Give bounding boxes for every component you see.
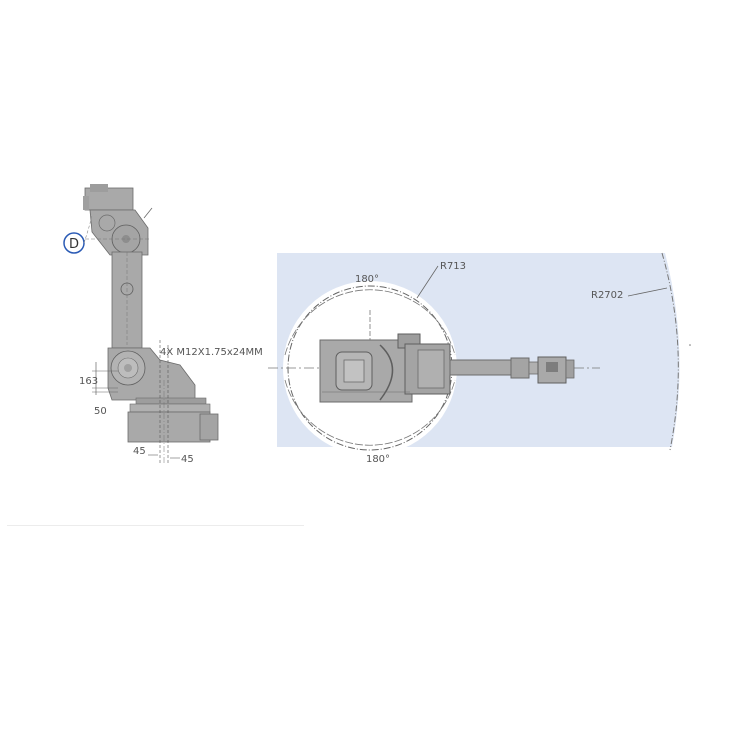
robot-base <box>107 340 219 465</box>
angle-bottom-label: 180° <box>366 454 390 465</box>
top-view: 180° 180° R713 R2702 <box>268 252 691 465</box>
dim-45-right: 45 <box>181 454 194 465</box>
robot-wrist-head <box>83 184 153 256</box>
angle-arc-top <box>284 289 456 356</box>
dim-50: 50 <box>94 406 107 417</box>
dim-163: 163 <box>79 376 98 387</box>
inner-radius-label: R713 <box>440 261 466 272</box>
outer-radius-label: R2702 <box>591 290 623 301</box>
robot-top-view <box>319 333 575 403</box>
bolt-spec-label: 4X M12X1.75x24MM <box>160 347 263 358</box>
outer-reach-arc <box>661 252 679 451</box>
detail-d-label: D <box>69 237 79 252</box>
angle-top-label: 180° <box>355 274 379 285</box>
dimensions: 163 50 4X M12X1.75x24MM 45 45 <box>79 347 263 465</box>
angle-arc-bottom <box>284 379 456 446</box>
dim-45-left: 45 <box>133 446 146 457</box>
outer-radius-leader <box>627 287 668 297</box>
side-view: D 163 50 4X M12X1.75x24M <box>63 184 263 465</box>
horizontal-divider <box>7 525 304 526</box>
inner-radius-leader <box>416 265 439 299</box>
